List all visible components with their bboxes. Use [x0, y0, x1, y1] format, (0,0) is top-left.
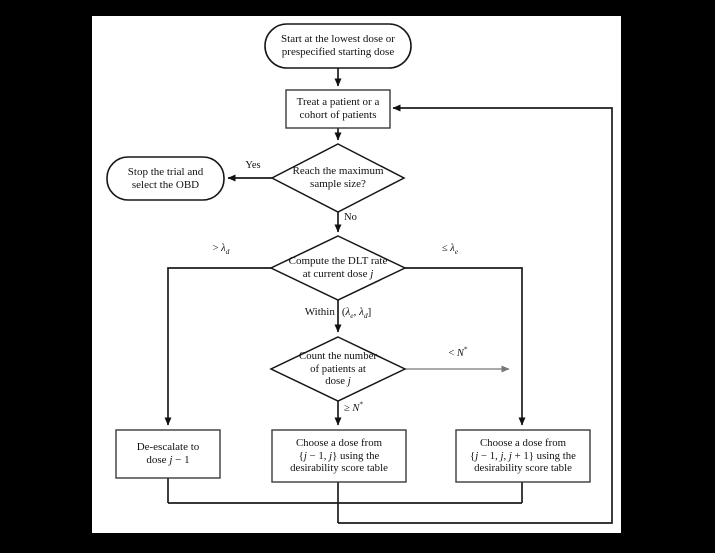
edge-label-gt-lambda-d: > λd — [212, 243, 230, 257]
stop-terminator-label: Stop the trial and select the OBD — [127, 165, 204, 191]
edge-label-within-range: Within (λe, λd] — [304, 306, 372, 321]
edge-label-ge-n-star: ≥ N* — [344, 399, 364, 414]
choose-three-box-label: Choose a dose from {j − 1, j, j + 1} usi… — [470, 436, 576, 475]
arrow-le-lambda-to-choose-three — [405, 267, 526, 426]
max-sample-decision-shape — [270, 143, 406, 213]
start-terminator-label: Start at the lowest dose or prespecified… — [281, 33, 395, 58]
count-patients-decision-label: Count the number of patients at dose j — [299, 349, 377, 388]
edge-label-yes: Yes — [245, 160, 261, 171]
compute-dlt-decision-shape — [269, 235, 407, 301]
deescalate-box-label: De-escalate to dose j − 1 — [136, 441, 200, 466]
choose-two-box-label: Choose a dose from {j − 1, j} using the … — [290, 436, 388, 475]
edge-label-le-lambda-e: ≤ λe — [441, 243, 459, 257]
treat-process-shape — [285, 89, 391, 129]
edge-label-no: No — [344, 212, 357, 223]
treat-process-label: Treat a patient or a cohort of patients — [296, 96, 380, 121]
deescalate-box-shape — [115, 429, 221, 479]
edge-label-lt-n-star: < N* — [448, 344, 468, 359]
compute-dlt-decision-label: Compute the DLT rate at current dose j — [288, 255, 388, 280]
stop-terminator-shape — [106, 156, 225, 201]
choose-two-box-shape — [271, 429, 407, 483]
max-sample-decision-label: Reach the maximum sample size? — [292, 165, 384, 190]
count-patients-decision-shape — [269, 336, 407, 402]
start-terminator-shape — [264, 23, 412, 69]
arrow-feedback-loop-to-treat — [338, 104, 613, 524]
choose-three-box-shape — [455, 429, 591, 483]
arrow-gt-lambda-to-deescalate — [164, 267, 271, 426]
